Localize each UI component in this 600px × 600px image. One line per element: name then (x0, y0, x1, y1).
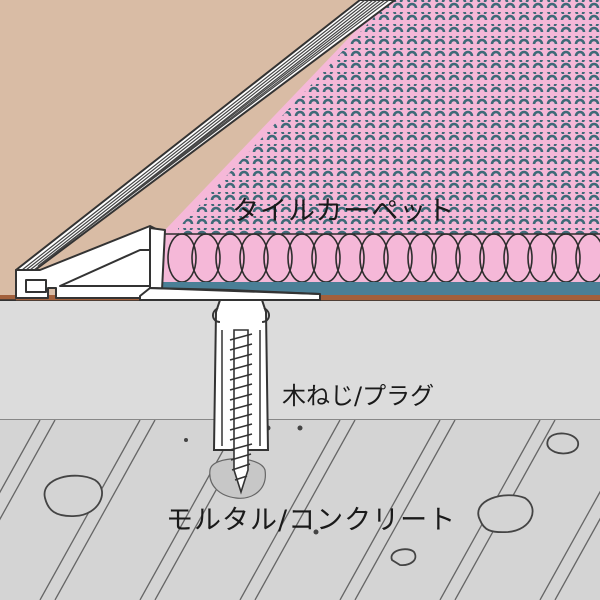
screed-layer (0, 301, 600, 420)
carpet-tile-label: タイルカーペット (232, 196, 456, 227)
concrete-layer (0, 420, 600, 600)
mortar-concrete-label: モルタル/コンクリート (166, 505, 457, 536)
transition-profile (15, 0, 396, 301)
carpet-backing (160, 233, 600, 284)
wood-screw (229, 329, 253, 495)
screw-plug-label: 木ねじ/プラグ (282, 382, 435, 410)
